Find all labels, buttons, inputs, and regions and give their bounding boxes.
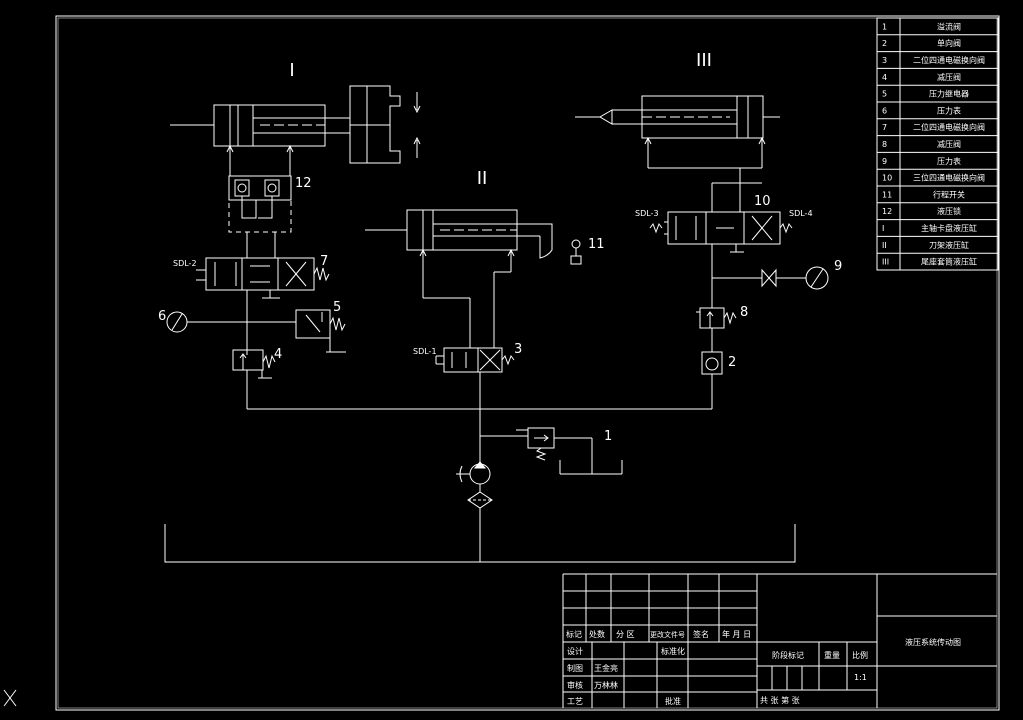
parts-row-name: 压力表	[937, 156, 961, 166]
tb-sheets: 共 张 第 张	[760, 695, 800, 705]
tb-drawing-title: 液压系统传动图	[905, 637, 961, 647]
cylinder-i	[170, 85, 421, 164]
parts-row-name: 压力表	[937, 105, 961, 115]
pressure-gauge-9	[805, 266, 829, 290]
reducing-valve-8	[696, 307, 737, 329]
inner-frame	[57, 17, 998, 709]
parts-row-number: 8	[882, 140, 887, 149]
parts-row-number: 4	[882, 73, 887, 82]
corner-x: X	[3, 705, 5, 707]
parts-row-name: 液压锁	[937, 206, 961, 216]
tb-sign: 签名	[693, 629, 709, 639]
parts-row-name: 二位四通电磁换向阀	[913, 122, 985, 132]
parts-row-number: 5	[882, 90, 887, 99]
title-block	[562, 573, 997, 708]
cylinder-ii	[365, 209, 553, 259]
parts-row-number: 3	[882, 56, 887, 65]
parts-row-name: 单向阀	[937, 38, 961, 48]
parts-row-name: 压力继电器	[929, 89, 969, 99]
tank	[164, 524, 796, 563]
tb-check: 审核	[567, 680, 583, 690]
solenoid-sdl-3: SDL-3	[635, 209, 659, 218]
tb-date: 年 月 日	[722, 629, 751, 639]
tb-process: 工艺	[567, 697, 583, 706]
valve-10	[649, 211, 793, 253]
label-3: 3	[514, 342, 522, 357]
parts-row-number: 10	[882, 174, 892, 183]
limit-switch-11	[571, 239, 581, 249]
parts-list-table	[876, 17, 999, 271]
outer-frame	[55, 15, 1000, 711]
parts-row-number: 12	[882, 207, 892, 216]
label-6: 6	[158, 309, 166, 324]
hydraulic-lock-12	[228, 175, 292, 233]
reducing-valve-4	[232, 349, 276, 379]
solenoid-sdl-2: SDL-2	[173, 259, 197, 268]
parts-row-name: 尾座套筒液压缸	[921, 257, 977, 267]
parts-row-number: 9	[882, 157, 887, 166]
tb-approve: 批准	[665, 696, 681, 706]
cylinder-iii	[575, 95, 780, 139]
parts-row-name: 行程开关	[933, 189, 965, 199]
tb-stage-mark: 阶段标记	[772, 650, 804, 660]
parts-row-number: 11	[882, 190, 892, 199]
tb-checker-name: 万林林	[594, 680, 618, 690]
valve-3	[435, 347, 515, 373]
label-1: 1	[604, 429, 612, 444]
parts-row-number: 2	[882, 39, 887, 48]
check-valve-2	[701, 351, 723, 375]
parts-row-number: I	[882, 224, 884, 233]
tb-draw: 制图	[567, 663, 583, 673]
parts-row-name: 刀架液压缸	[929, 240, 969, 250]
pressure-relay-5	[295, 309, 346, 353]
cylinder-i-label: I	[289, 60, 294, 81]
valve-7	[196, 257, 330, 299]
tb-scale-value: 1:1	[854, 673, 867, 682]
label-12: 12	[295, 176, 312, 191]
parts-row-name: 减压阀	[937, 72, 961, 82]
solenoid-sdl-1: SDL-1	[413, 347, 437, 356]
tb-scale: 比例	[852, 650, 868, 660]
cylinder-iii-label: III	[696, 50, 712, 71]
parts-row-name: 溢流阀	[937, 21, 961, 31]
label-5: 5	[333, 300, 341, 315]
cylinder-ii-label: II	[477, 168, 488, 189]
tb-standardize: 标准化	[661, 646, 685, 656]
tb-mark: 标记	[566, 629, 582, 639]
parts-row-name: 三位四通电磁换向阀	[913, 173, 985, 183]
parts-row-name: 二位四通电磁换向阀	[913, 55, 985, 65]
parts-row-number: III	[882, 258, 889, 267]
parts-row-number: 1	[882, 22, 887, 31]
label-8: 8	[740, 305, 748, 320]
label-10: 10	[754, 194, 771, 209]
tb-count: 处数	[589, 629, 605, 639]
parts-row-number: II	[882, 241, 887, 250]
label-11: 11	[588, 237, 605, 252]
parts-row-number: 6	[882, 106, 887, 115]
solenoid-sdl-4: SDL-4	[789, 209, 813, 218]
parts-row-number: 7	[882, 123, 887, 132]
tb-drawer-name: 王金亮	[594, 663, 618, 673]
pump	[456, 461, 491, 485]
relief-valve-1	[516, 427, 623, 475]
label-4: 4	[274, 347, 282, 362]
parts-row-name: 减压阀	[937, 139, 961, 149]
parts-row-name: 主轴卡盘液压缸	[921, 223, 977, 233]
label-7: 7	[320, 254, 328, 269]
tb-design: 设计	[567, 646, 583, 656]
tb-doc-no: 更改文件号	[650, 630, 685, 639]
label-2: 2	[728, 355, 736, 370]
tb-weight: 重量	[824, 650, 840, 660]
label-9: 9	[834, 259, 842, 274]
tb-zone: 分 区	[616, 630, 635, 639]
